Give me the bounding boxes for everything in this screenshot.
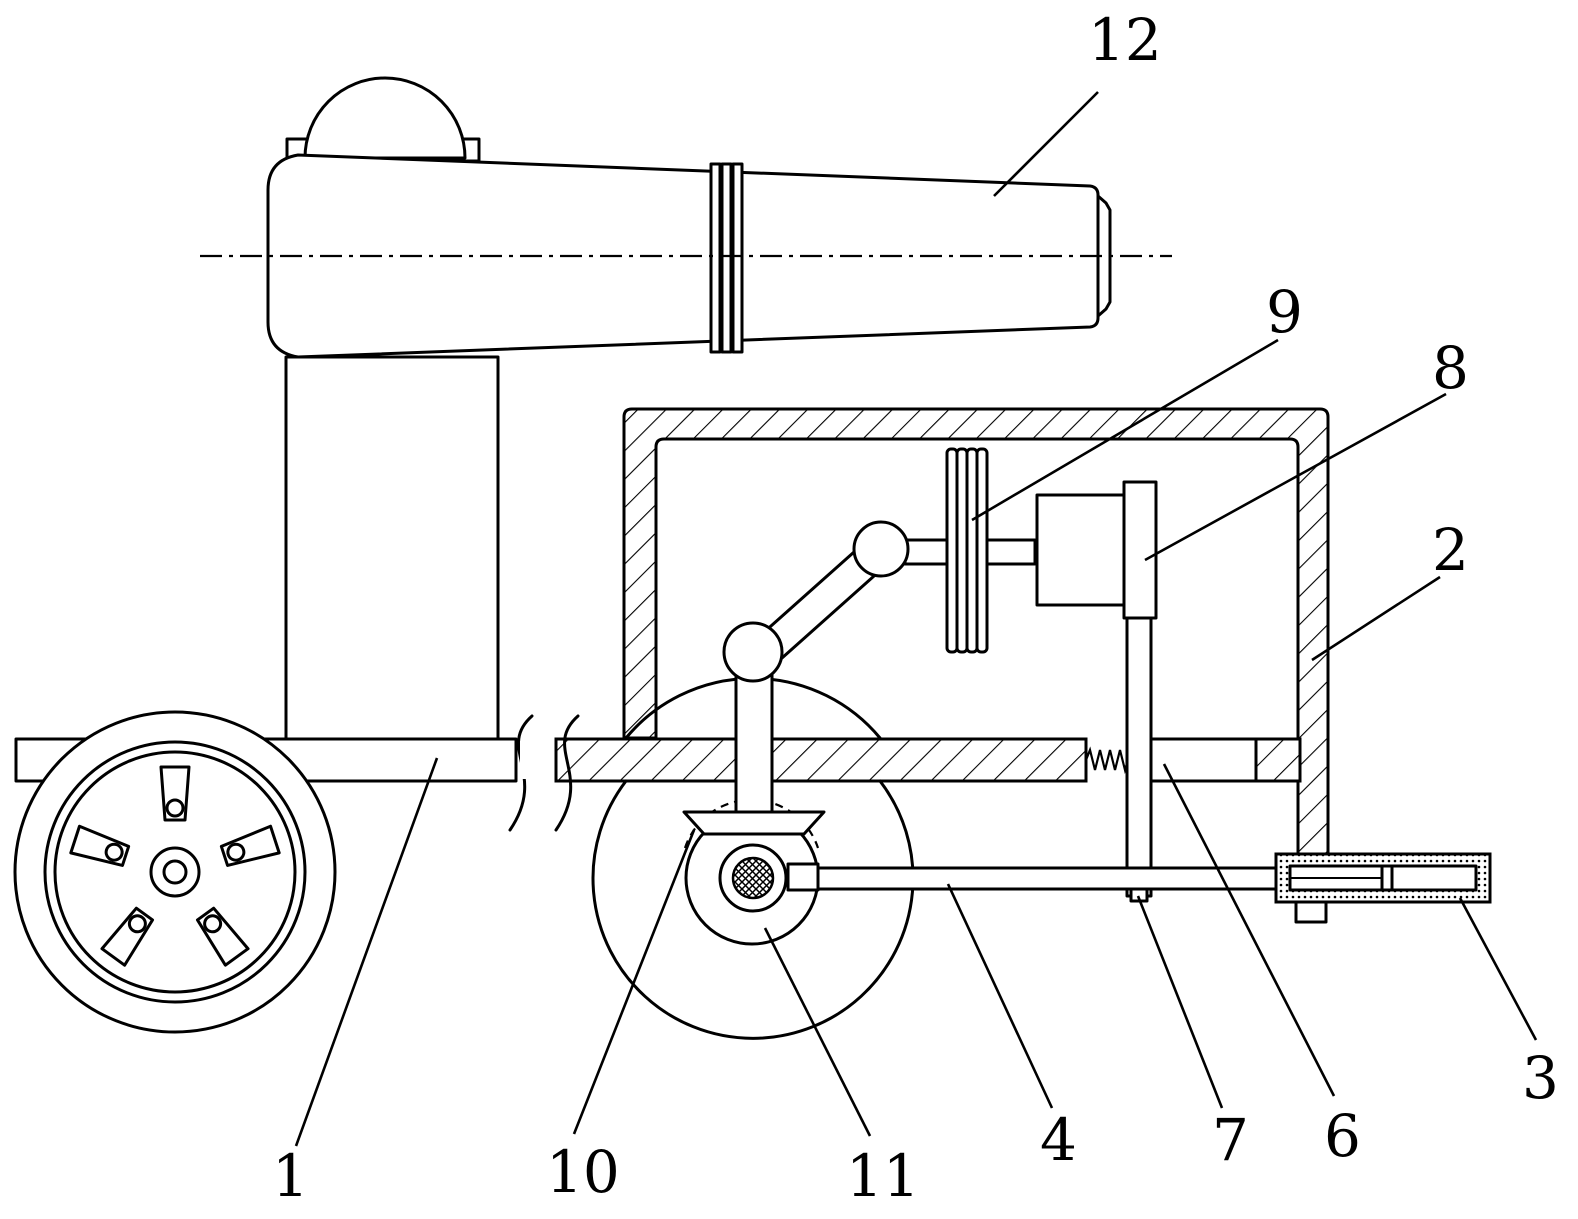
lower-disc-assembly [591,676,915,1040]
callout-6: 6 [1324,1102,1361,1170]
cam-hub-core [731,856,775,900]
callout-4: 4 [1040,1106,1077,1174]
callout-2: 2 [1432,516,1469,584]
leader-6 [1162,763,1336,1097]
callout-10: 10 [546,1138,620,1206]
left-wheel [13,710,337,1034]
callout-11: 11 [846,1142,920,1210]
leader-8 [1144,392,1447,562]
barrel-support-post [284,355,500,741]
leader-7 [1136,895,1224,1109]
bevel-shaft [682,670,826,836]
sleeve-piston [1380,864,1394,892]
break-gap-mask [520,741,554,779]
leader-10 [572,829,696,1135]
barrel-ring [731,162,744,354]
base-plate-end-section [1254,737,1302,783]
callout-1: 1 [272,1142,309,1210]
sleeve-tube [1274,852,1492,924]
callout-9: 9 [1266,278,1303,346]
barrel-ring [709,162,722,354]
leader-11 [763,927,872,1137]
leader-3 [1458,897,1538,1041]
base-plate-section [554,737,1088,783]
barrel-ring [720,162,733,354]
spring [1084,746,1130,775]
leader-4 [946,883,1054,1109]
wheel-rim [43,740,307,1004]
callout-12: 12 [1088,6,1162,74]
arm-joint-lower [722,621,784,683]
flywheel-pack [945,447,989,654]
callout-3: 3 [1522,1044,1559,1112]
leader-9 [971,338,1279,522]
break-mark [554,714,580,832]
leader-2 [1311,575,1441,662]
callout-7: 7 [1212,1106,1249,1174]
arm-joint-upper [852,520,910,578]
motor-flange [1122,480,1158,620]
barrel-assembly [200,76,1172,741]
motor-body [1035,493,1129,607]
callout-8: 8 [1432,334,1469,402]
callout-labels: 12 9 8 2 1 10 11 4 7 6 3 [272,6,1559,1210]
sleeve-mount [1294,900,1328,924]
bevel-gear [682,810,826,836]
cam-shaft-stub [786,862,820,892]
leader-lines [294,91,1538,1147]
leader-12 [993,91,1099,197]
vertical-slider-rod [1125,616,1153,898]
barrel-dome [303,76,467,160]
wheel-spokes [69,765,281,967]
wheel-hub-center [162,859,188,885]
barrel-nozzle [1096,194,1112,318]
vertical-shaft [734,670,774,816]
leader-1 [294,757,439,1147]
wheel-rim-inner [53,750,297,994]
